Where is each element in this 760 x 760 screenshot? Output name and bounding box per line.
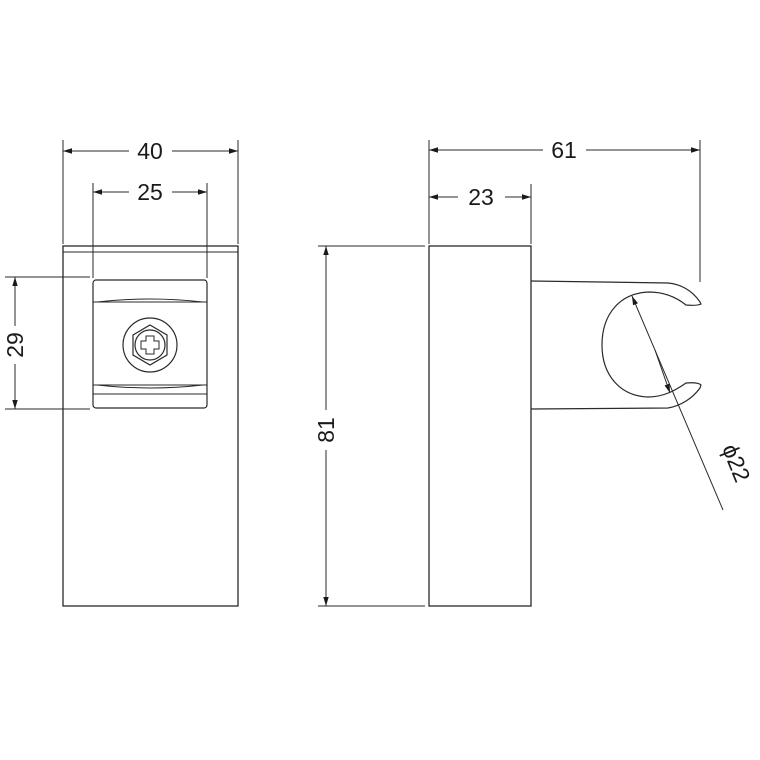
dimension-25: 25 <box>92 179 208 278</box>
dimension-29: 29 <box>2 276 90 410</box>
dimension-40: 40 <box>62 138 239 244</box>
front-view: 40 25 29 <box>2 138 239 607</box>
side-plate <box>428 245 532 607</box>
dimension-23-label: 23 <box>468 184 494 210</box>
screw-icon <box>122 317 178 373</box>
dimension-23: 23 <box>429 184 532 244</box>
dimension-81-label: 81 <box>313 417 339 443</box>
dimension-61: 61 <box>428 137 701 282</box>
side-view: 81 61 23 ϕ22 <box>313 137 756 607</box>
front-plate <box>62 245 239 607</box>
dimension-diameter-22: ϕ22 <box>631 295 756 511</box>
dimension-25-label: 25 <box>137 179 163 205</box>
dimension-29-label: 29 <box>2 332 28 358</box>
holder-arm <box>530 280 702 410</box>
dimension-61-label: 61 <box>551 137 577 163</box>
dimension-diameter-22-label: ϕ22 <box>717 440 756 485</box>
dimension-40-label: 40 <box>137 138 163 164</box>
dimension-81: 81 <box>313 245 425 607</box>
clamp-block <box>92 279 208 409</box>
